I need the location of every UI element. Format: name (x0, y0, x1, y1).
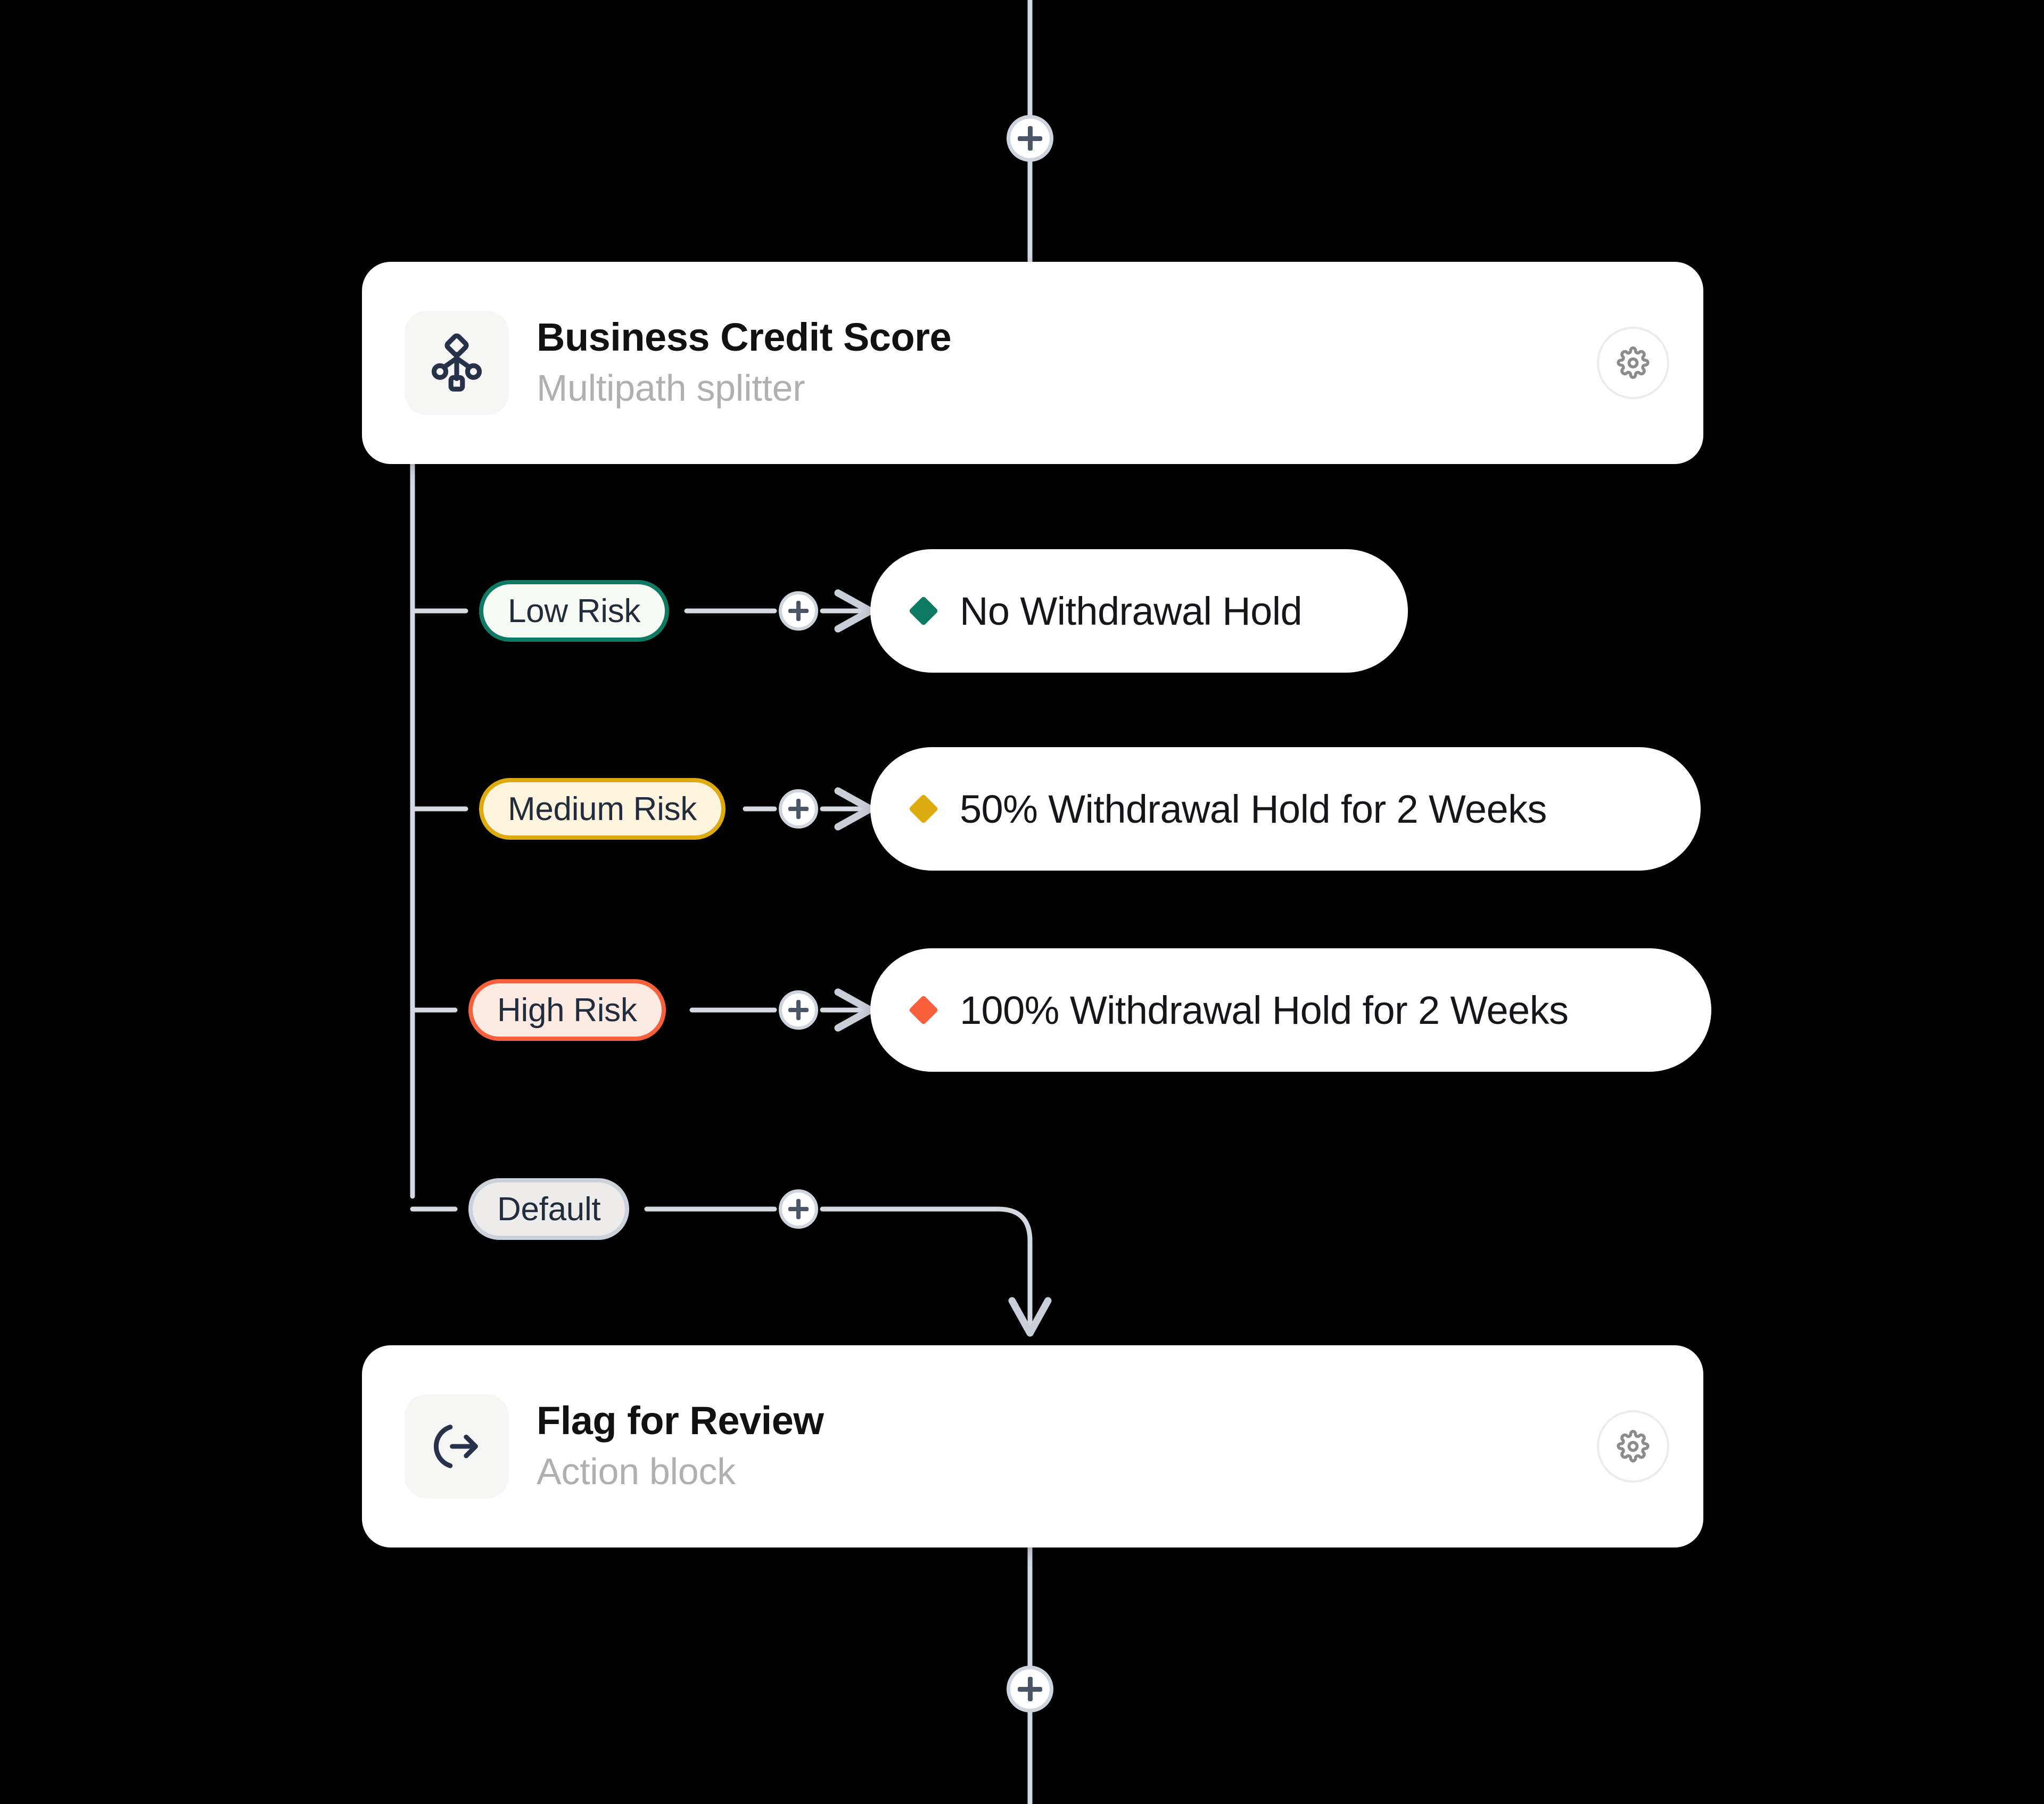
add-block-default-button[interactable] (779, 1189, 818, 1229)
diamond-marker (908, 793, 939, 824)
branch-chip-label: Low Risk (508, 592, 641, 630)
gear-icon (1617, 1429, 1650, 1463)
branch-chip-default[interactable]: Default (468, 1178, 630, 1240)
diamond-marker (908, 595, 939, 626)
add-block-medium-risk-button[interactable] (779, 789, 818, 829)
outcome-label: 50% Withdrawal Hold for 2 Weeks (960, 787, 1547, 831)
branch-chip-low-risk[interactable]: Low Risk (479, 580, 670, 642)
add-block-top-button[interactable] (1007, 115, 1053, 162)
splitter-block-text: Business Credit Score Multipath splitter (537, 315, 1597, 411)
branch-chip-medium-risk[interactable]: Medium Risk (479, 778, 726, 840)
add-block-bottom-button[interactable] (1007, 1666, 1053, 1712)
branch-chip-label: Default (497, 1190, 601, 1228)
outcome-pill-100-withdrawal-hold[interactable]: 100% Withdrawal Hold for 2 Weeks (870, 948, 1711, 1072)
plus-icon-vertical (796, 601, 801, 621)
outcome-label: No Withdrawal Hold (960, 589, 1303, 633)
add-block-high-risk-button[interactable] (779, 990, 818, 1030)
action-block-title: Flag for Review (537, 1398, 824, 1443)
action-block-text: Flag for Review Action block (537, 1398, 1597, 1494)
plus-icon-vertical (1027, 1677, 1033, 1701)
branch-chip-label: High Risk (497, 991, 637, 1029)
plus-icon-vertical (796, 1199, 801, 1219)
action-block-subtitle: Action block (537, 1451, 736, 1493)
splitter-block-title: Business Credit Score (537, 315, 952, 359)
branch-chip-high-risk[interactable]: High Risk (468, 979, 666, 1041)
add-block-low-risk-button[interactable] (779, 591, 818, 631)
outcome-label: 100% Withdrawal Hold for 2 Weeks (960, 988, 1569, 1032)
plus-icon-vertical (796, 799, 801, 819)
splitter-block-subtitle: Multipath splitter (537, 367, 805, 409)
plus-icon-vertical (1027, 126, 1033, 151)
splitter-block-card[interactable]: Business Credit Score Multipath splitter (362, 262, 1703, 464)
gear-icon (1617, 346, 1650, 379)
branch-chip-label: Medium Risk (508, 790, 697, 827)
action-exit-arrow-icon (405, 1394, 509, 1499)
action-settings-button[interactable] (1597, 1410, 1669, 1483)
multipath-splitter-icon (405, 311, 509, 415)
plus-icon-vertical (796, 1000, 801, 1020)
outcome-pill-50-withdrawal-hold[interactable]: 50% Withdrawal Hold for 2 Weeks (870, 747, 1701, 871)
splitter-settings-button[interactable] (1597, 327, 1669, 399)
diamond-marker (908, 995, 939, 1025)
action-block-card[interactable]: Flag for Review Action block (362, 1345, 1703, 1548)
outcome-pill-no-withdrawal-hold[interactable]: No Withdrawal Hold (870, 549, 1408, 673)
